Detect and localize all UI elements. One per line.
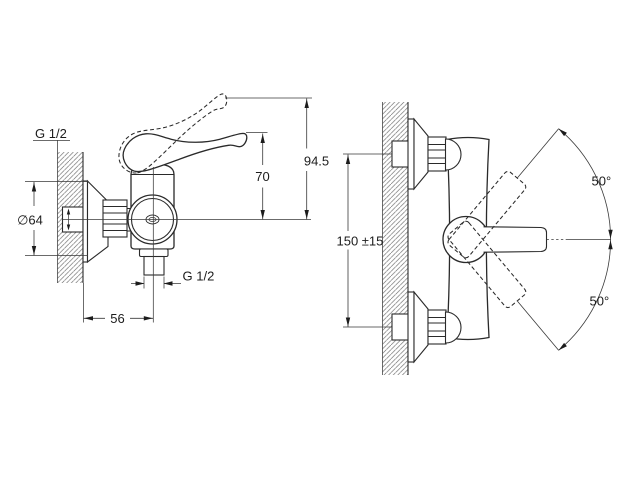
lever-handle-side [122, 132, 248, 173]
union-nut-side [102, 199, 128, 238]
dim-label-swing-down-50: 50° [590, 294, 610, 309]
dim-label-94-5: 94.5 [304, 154, 329, 169]
dim-lever-raised-height-94-5: 94.5 [225, 97, 329, 220]
union-dome-bottom [444, 311, 462, 344]
side-view: ∅64 70 94.5 56 [17, 93, 329, 326]
lever-arm-up-phantom [447, 170, 527, 259]
dim-wall-to-outlet-56: 56 [83, 283, 154, 326]
shower-outlet-side [138, 248, 169, 276]
front-view: 150 ±15 50° 50° [337, 102, 613, 375]
dim-label-diameter-64: ∅64 [17, 213, 43, 228]
dim-outlet-thread: G 1/2 [131, 269, 214, 289]
lever-arm-down-phantom [447, 220, 527, 309]
union-dome-top [444, 138, 462, 171]
dim-label-150-15: 150 ±15 [337, 234, 384, 249]
union-nut-top [427, 136, 447, 172]
swing-arc [517, 128, 613, 351]
dim-label-70: 70 [255, 169, 269, 184]
dim-escutcheon-diameter: ∅64 [17, 181, 88, 256]
wall-inlet-fitting-top [391, 140, 411, 168]
dim-label-outlet-thread: G 1/2 [183, 269, 215, 284]
wall-inlet-fitting-bottom [391, 313, 411, 341]
union-nut-bottom [427, 309, 447, 345]
dim-label-56: 56 [110, 311, 124, 326]
dim-label-top-thread: G 1/2 [35, 126, 67, 141]
dim-lever-height-70: 70 [246, 132, 270, 220]
dim-label-swing-up-50: 50° [592, 174, 612, 189]
valve-body-side [127, 163, 178, 250]
escutcheon-top [407, 117, 429, 191]
lever-arm-front [466, 227, 547, 252]
dim-connection-spacing: 150 ±15 [337, 153, 392, 328]
escutcheon-bottom [407, 290, 429, 364]
